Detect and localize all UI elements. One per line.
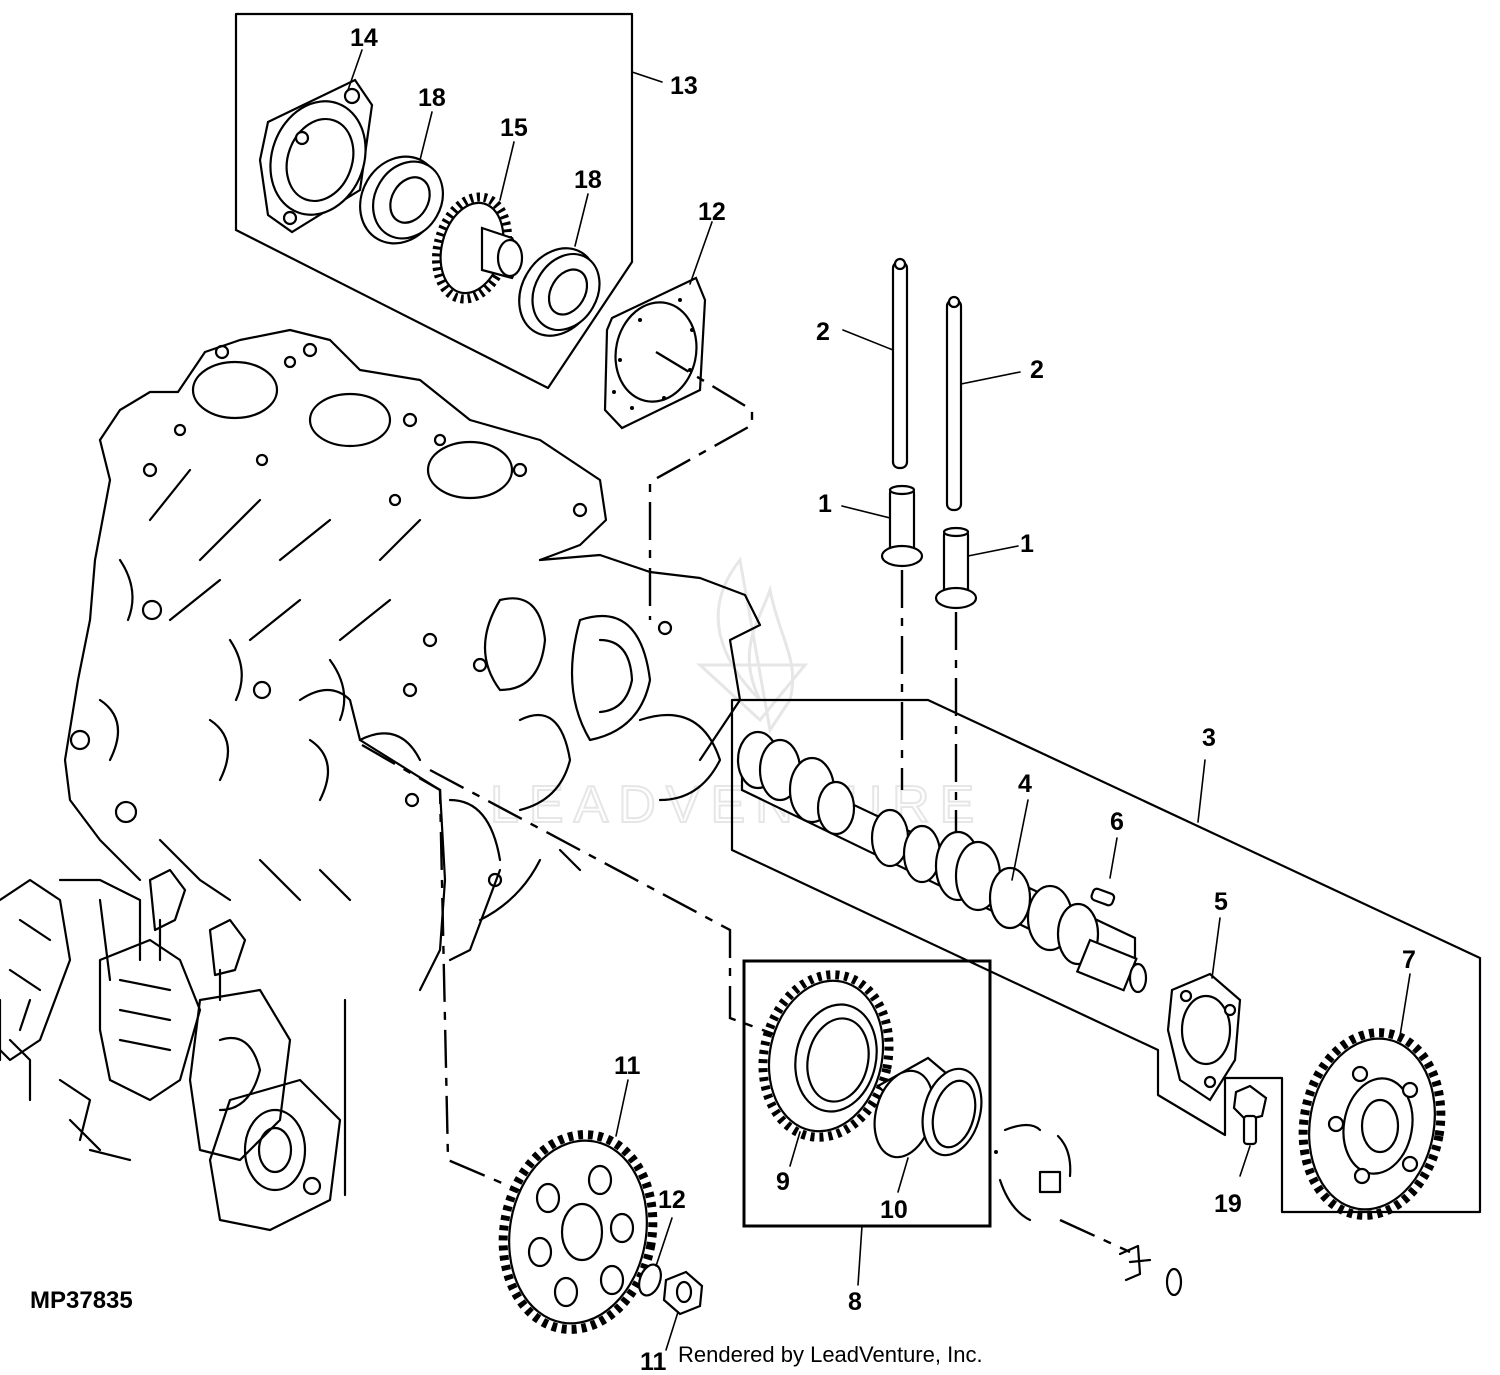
callout-5: 5 xyxy=(1214,888,1228,916)
camshaft-gear-7 xyxy=(1298,973,1446,1220)
crankshaft-gear-11 xyxy=(498,1079,658,1334)
idler-shaft-parts xyxy=(994,1123,1183,1297)
callout-19: 19 xyxy=(1214,1190,1242,1218)
watermark-text: LEADVENTURE xyxy=(490,776,984,834)
bushing-10 xyxy=(873,1056,983,1193)
idler-gear-9 xyxy=(758,970,894,1167)
callout-9: 9 xyxy=(776,1168,790,1196)
push-rod-2-left xyxy=(842,257,909,470)
idler-gear-17 xyxy=(432,141,524,304)
callout-11: 11 xyxy=(614,1052,641,1080)
callout-16: 14 xyxy=(350,24,378,52)
key-6 xyxy=(1090,837,1118,907)
cam-follower-1-left xyxy=(841,484,924,568)
callout-12: 12 xyxy=(658,1186,686,1214)
washer-12 xyxy=(638,1217,673,1297)
gasket-14 xyxy=(603,221,713,430)
cap-screw-19 xyxy=(1232,1084,1268,1177)
nut-13 xyxy=(662,1270,704,1351)
push-rod-2-right xyxy=(945,295,1021,512)
thrust-plate-5 xyxy=(1166,917,1242,1102)
callout-2-right: 2 xyxy=(1030,356,1044,384)
bearing-18-upper xyxy=(359,111,444,245)
callout-4: 4 xyxy=(1018,770,1032,798)
kit-box-8 xyxy=(742,959,992,1286)
figure-id: MP37835 xyxy=(30,1287,133,1314)
callout-labels: 14 18 15 18 13 12 2 2 1 1 3 4 6 5 7 19 1… xyxy=(350,24,1416,1375)
callout-13: 11 xyxy=(640,1348,667,1375)
kit-box-15 xyxy=(234,12,663,390)
callout-3: 3 xyxy=(1202,724,1216,752)
callout-18-upper: 18 xyxy=(418,84,446,112)
callout-1-left: 1 xyxy=(818,490,832,518)
callout-18-lower: 18 xyxy=(574,166,602,194)
cam-follower-1-right xyxy=(934,526,1019,610)
assembly-line-gear-8 xyxy=(429,768,791,1042)
callout-7: 7 xyxy=(1402,946,1416,974)
kit-box-3 xyxy=(730,698,1482,1214)
callout-2-left: 2 xyxy=(816,318,830,346)
callout-8: 8 xyxy=(848,1288,862,1316)
camshaft-4 xyxy=(736,730,1148,994)
watermark-logo xyxy=(696,556,809,734)
callout-6: 6 xyxy=(1110,808,1124,836)
bearing-housing-16 xyxy=(258,49,374,234)
assembly-line-gasket xyxy=(648,350,754,620)
bearing-18-lower xyxy=(518,193,601,337)
callout-17: 15 xyxy=(500,114,528,142)
engine-block xyxy=(0,328,762,1232)
callout-1-right: 1 xyxy=(1020,530,1034,558)
assembly-line-gear-11 xyxy=(361,743,531,1197)
callout-14: 12 xyxy=(698,198,726,226)
callout-10: 10 xyxy=(880,1196,908,1224)
credit-line: Rendered by LeadVenture, Inc. xyxy=(678,1342,983,1367)
callout-15: 13 xyxy=(670,72,698,100)
